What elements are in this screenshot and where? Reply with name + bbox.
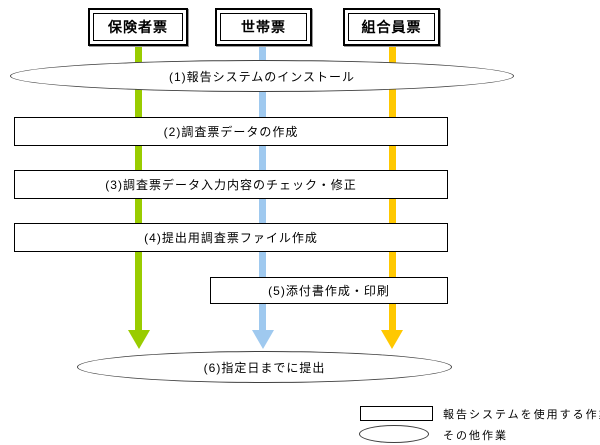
source-box-household-label: 世帯票 — [220, 13, 307, 41]
member-arrowhead-icon — [381, 330, 403, 349]
step-5-attachment-print-box: (5)添付書作成・印刷 — [210, 277, 448, 304]
insurer-arrowhead-icon — [128, 330, 150, 349]
source-box-member: 組合員票 — [343, 8, 440, 46]
legend-rect-symbol — [360, 406, 433, 421]
step-4-create-file-box: (4)提出用調査票ファイル作成 — [14, 223, 448, 252]
source-box-member-label: 組合員票 — [348, 13, 435, 41]
step-1-install-ellipse: (1)報告システムのインストール — [10, 60, 514, 92]
step-2-create-data-box: (2)調査票データの作成 — [14, 117, 448, 146]
legend-ellipse-label: その他作業 — [443, 430, 508, 442]
legend-rect-label: 報告システムを使用する作業 — [443, 409, 600, 421]
source-box-insurer: 保険者票 — [88, 8, 188, 46]
step-6-submit-ellipse: (6)指定日までに提出 — [77, 351, 452, 383]
source-box-household: 世帯票 — [215, 8, 312, 46]
step-3-check-fix-box: (3)調査票データ入力内容のチェック・修正 — [14, 170, 448, 199]
source-box-insurer-label: 保険者票 — [93, 13, 183, 41]
legend-ellipse-symbol — [359, 425, 429, 443]
household-arrowhead-icon — [252, 330, 274, 349]
